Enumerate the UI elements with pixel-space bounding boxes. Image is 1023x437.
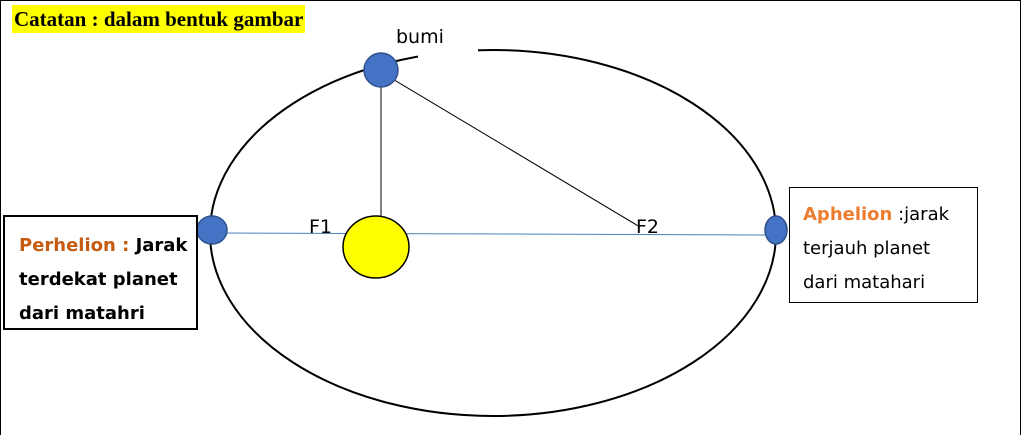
planet-perihelion <box>196 215 228 245</box>
aphelion-line-1: Aphelion :jarak <box>803 198 977 232</box>
perihelion-line-3: dari matahri <box>19 303 145 324</box>
perihelion-line-2: terdekat planet <box>19 269 178 290</box>
planet-bumi <box>363 52 399 88</box>
perihelion-term: Perhelion : <box>19 235 130 256</box>
aphelion-term: Aphelion <box>803 204 893 225</box>
orbit-gap <box>418 40 478 60</box>
planet-aphelion <box>764 215 788 245</box>
aphelion-desc-1: :jarak <box>892 204 950 225</box>
aphelion-line-3: dari matahari <box>803 272 926 293</box>
perihelion-desc-1: Jarak <box>129 235 188 256</box>
aphelion-line-2: terjauh planet <box>803 238 931 259</box>
perihelion-box: Perhelion : Jarak terdekat planet dari m… <box>3 215 198 330</box>
sun <box>342 215 410 279</box>
f2-label: F2 <box>636 216 660 238</box>
f1-label: F1 <box>309 216 333 238</box>
bumi-f2-line <box>380 71 641 228</box>
aphelion-box: Aphelion :jarak terjauh planet dari mata… <box>789 187 978 303</box>
bumi-label: bumi <box>396 26 444 48</box>
perihelion-line-1: Perhelion : Jarak <box>19 229 196 263</box>
major-axis-line <box>211 232 777 236</box>
page-title: Catatan : dalam bentuk gambar <box>12 5 306 33</box>
